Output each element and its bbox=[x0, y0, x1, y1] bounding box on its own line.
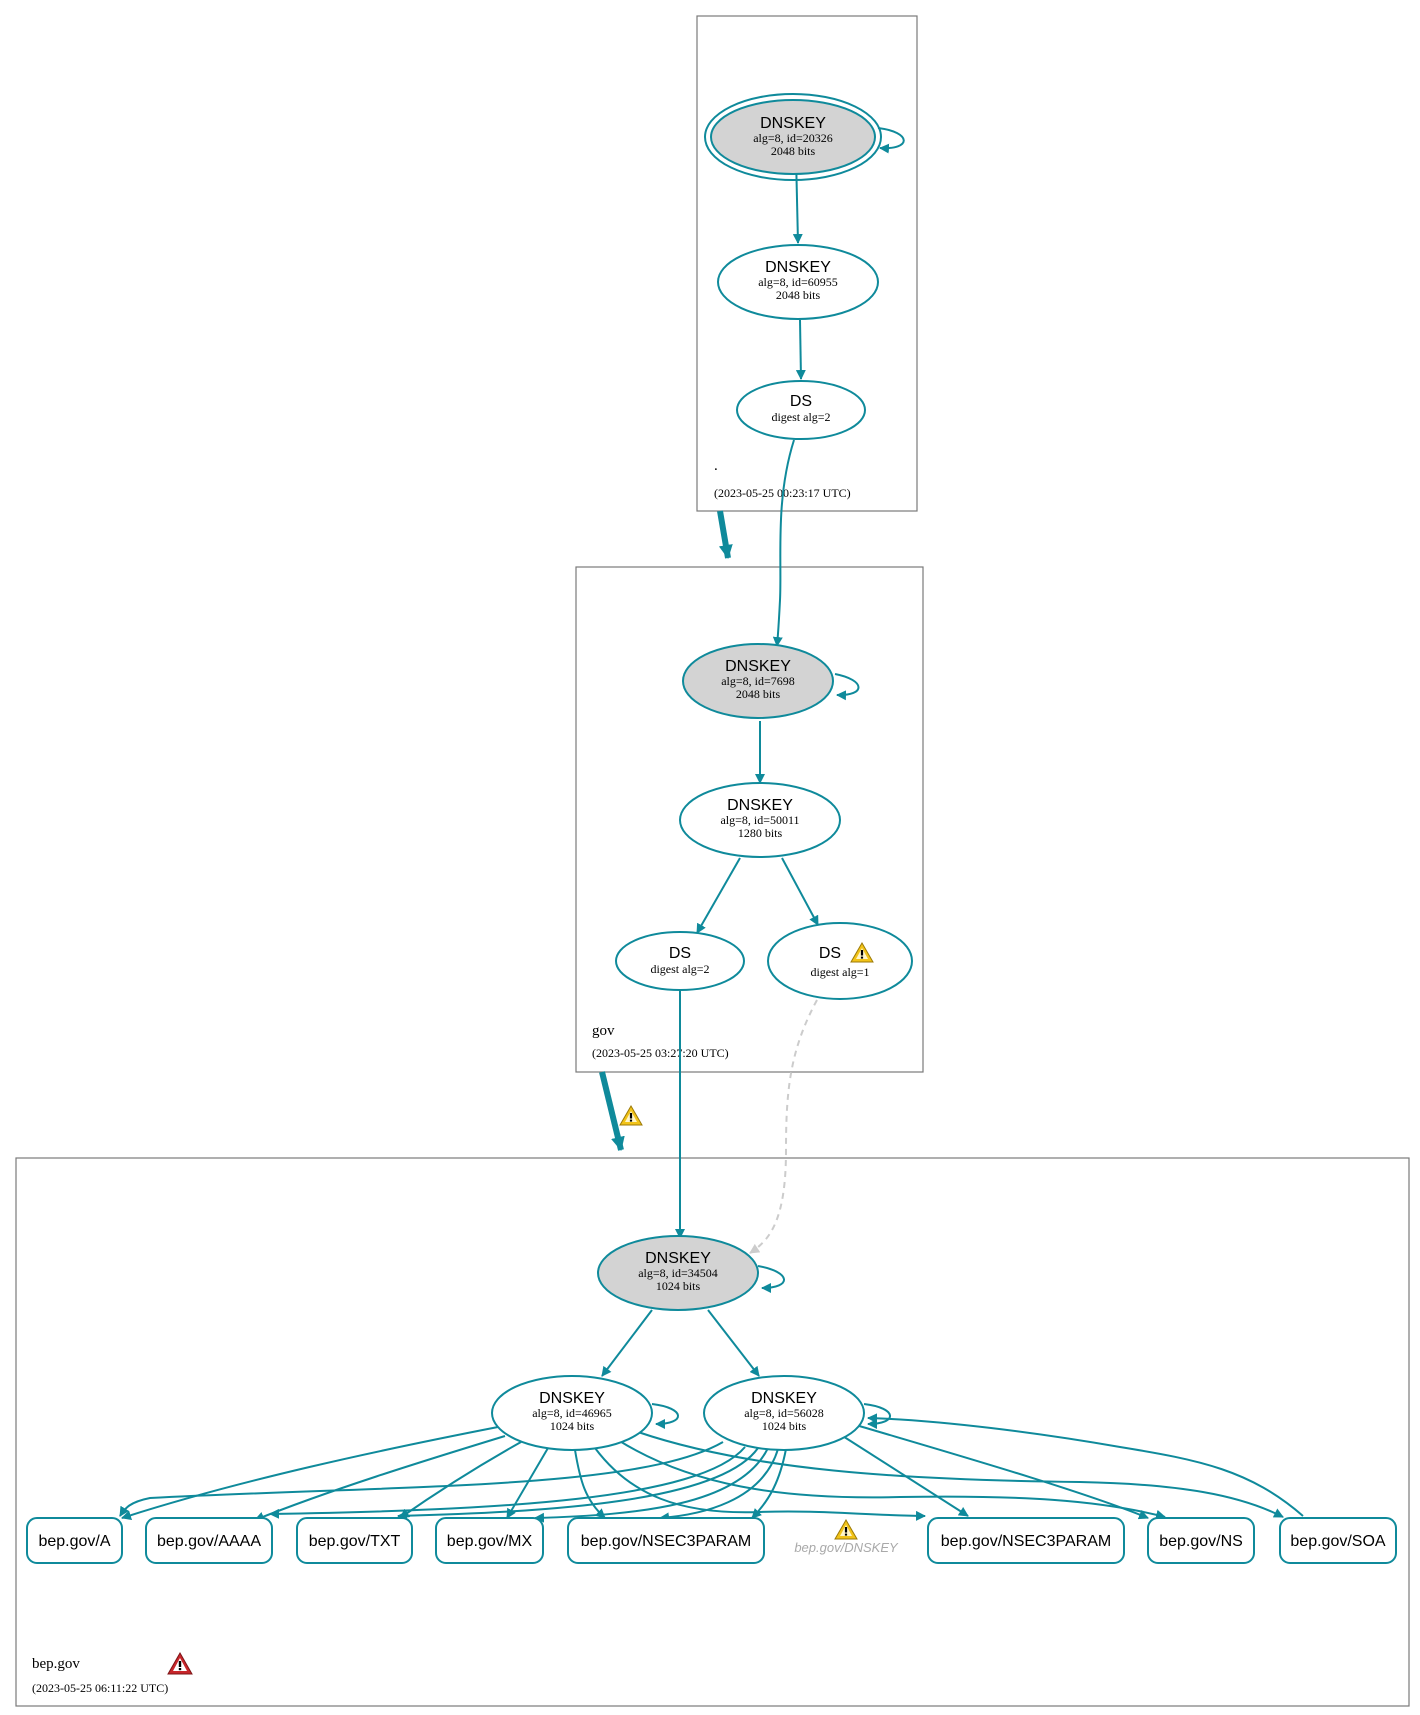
rrset-soa[interactable]: bep.gov/SOA bbox=[1279, 1517, 1397, 1564]
ghost-dnskey[interactable]: bep.gov/DNSKEY bbox=[794, 1519, 899, 1555]
zone-timestamp: (2023-05-25 03:27:20 UTC) bbox=[592, 1046, 729, 1060]
node-title: DNSKEY bbox=[760, 115, 826, 132]
node-detail: digest alg=2 bbox=[771, 410, 830, 424]
node-detail: alg=8, id=20326 bbox=[753, 131, 833, 145]
rrset-label: bep.gov/NSEC3PARAM bbox=[581, 1533, 751, 1550]
node-detail: 1280 bits bbox=[738, 826, 783, 840]
edge-zsk2-txt bbox=[397, 1447, 759, 1521]
edge-bep-zsk1-self bbox=[651, 1403, 679, 1429]
node-detail: 1024 bits bbox=[656, 1279, 701, 1293]
delegation-gov-bepgov bbox=[599, 1071, 625, 1151]
edge-root-ds-gov-ksk bbox=[772, 439, 795, 647]
rrset-label: bep.gov/NS bbox=[1159, 1533, 1243, 1550]
node-title: DS bbox=[669, 945, 691, 962]
node-detail: digest alg=1 bbox=[810, 965, 869, 979]
node-title: DS bbox=[819, 945, 841, 962]
edge-zsk2-ns bbox=[855, 1424, 1149, 1520]
zone-label: bep.gov bbox=[32, 1656, 80, 1672]
node-title: DNSKEY bbox=[765, 259, 831, 276]
node-detail: 1024 bits bbox=[762, 1419, 807, 1433]
node-detail: alg=8, id=46965 bbox=[532, 1406, 612, 1420]
edge-zsk1-ns bbox=[617, 1439, 1166, 1520]
node-detail: 2048 bits bbox=[736, 687, 781, 701]
edge-bep-zsk2-self bbox=[863, 1403, 891, 1429]
zone-timestamp: (2023-05-25 06:11:22 UTC) bbox=[32, 1681, 168, 1695]
node-bep-zsk2[interactable]: DNSKEY alg=8, id=56028 1024 bits bbox=[703, 1375, 865, 1451]
warning-icon bbox=[834, 1519, 858, 1540]
edge-zsk2-nsec3b-upper bbox=[751, 1448, 787, 1519]
node-gov-ksk[interactable]: DNSKEY alg=8, id=7698 2048 bits bbox=[682, 643, 834, 719]
node-title: DNSKEY bbox=[539, 1390, 605, 1407]
rrset-mx[interactable]: bep.gov/MX bbox=[435, 1517, 544, 1564]
edge-gov-zsk-ds1 bbox=[781, 857, 819, 926]
edge-bep-ksk-zsk1 bbox=[601, 1309, 653, 1377]
edge-zsk2-nsec3b bbox=[837, 1432, 969, 1517]
edge-bep-ksk-self bbox=[757, 1265, 785, 1293]
rrset-label: bep.gov/A bbox=[38, 1533, 110, 1550]
node-title: DNSKEY bbox=[645, 1250, 711, 1267]
zone-label: . bbox=[714, 458, 718, 474]
edge-gov-ds1-bep-ksk bbox=[749, 999, 818, 1254]
node-gov-ds1[interactable]: DS digest alg=1 bbox=[767, 922, 913, 1000]
edge-zsk2-a bbox=[119, 1441, 724, 1517]
node-title: DNSKEY bbox=[751, 1390, 817, 1407]
node-root-zsk[interactable]: DNSKEY alg=8, id=60955 2048 bits bbox=[717, 244, 879, 320]
edge-zsk2-nsec3a bbox=[659, 1448, 779, 1523]
rrset-label: bep.gov/SOA bbox=[1290, 1533, 1386, 1550]
edge-zsk1-a bbox=[121, 1426, 499, 1521]
rrset-aaaa[interactable]: bep.gov/AAAA bbox=[145, 1517, 273, 1564]
node-gov-ds2[interactable]: DS digest alg=2 bbox=[615, 931, 745, 991]
rrset-nsec3param-1[interactable]: bep.gov/NSEC3PARAM bbox=[567, 1517, 765, 1564]
error-icon bbox=[167, 1651, 193, 1675]
rrset-ns[interactable]: bep.gov/NS bbox=[1147, 1517, 1255, 1564]
node-gov-zsk[interactable]: DNSKEY alg=8, id=50011 1280 bits bbox=[679, 782, 841, 858]
edge-zsk1-mx bbox=[506, 1447, 549, 1519]
edge-bep-ksk-zsk2 bbox=[707, 1309, 760, 1377]
node-detail: digest alg=2 bbox=[650, 962, 709, 976]
edge-soa-zsk2 bbox=[867, 1413, 1304, 1517]
edge-zsk1-txt bbox=[399, 1441, 522, 1519]
rrset-label: bep.gov/MX bbox=[447, 1533, 533, 1550]
node-detail: alg=8, id=56028 bbox=[744, 1406, 824, 1420]
warning-icon bbox=[619, 1105, 643, 1126]
node-detail: alg=8, id=50011 bbox=[720, 813, 799, 827]
ghost-label: bep.gov/DNSKEY bbox=[794, 1540, 899, 1555]
node-root-ds[interactable]: DS digest alg=2 bbox=[736, 380, 866, 440]
rrset-txt[interactable]: bep.gov/TXT bbox=[296, 1517, 413, 1564]
rrset-nsec3param-2[interactable]: bep.gov/NSEC3PARAM bbox=[927, 1517, 1125, 1564]
edge-gov-zsk-ds2 bbox=[696, 857, 741, 934]
node-detail: alg=8, id=60955 bbox=[758, 275, 838, 289]
node-detail: 2048 bits bbox=[776, 288, 821, 302]
rrset-label: bep.gov/AAAA bbox=[157, 1533, 261, 1550]
edge-root-ksk-self bbox=[877, 127, 905, 154]
edge-zsk1-aaaa bbox=[254, 1435, 506, 1522]
node-bep-zsk1[interactable]: DNSKEY alg=8, id=46965 1024 bits bbox=[491, 1375, 653, 1451]
node-title: DNSKEY bbox=[725, 658, 791, 675]
node-bep-ksk[interactable]: DNSKEY alg=8, id=34504 1024 bits bbox=[597, 1235, 759, 1311]
node-title: DS bbox=[790, 393, 812, 410]
rrset-label: bep.gov/TXT bbox=[309, 1533, 401, 1550]
edge-root-zsk-ds bbox=[795, 319, 806, 380]
edge-zsk2-mx bbox=[534, 1447, 769, 1523]
node-detail: alg=8, id=34504 bbox=[638, 1266, 718, 1280]
edge-zsk2-aaaa bbox=[269, 1446, 746, 1519]
edge-zsk1-nsec3a bbox=[574, 1449, 606, 1519]
warning-icon bbox=[850, 942, 874, 963]
node-detail: alg=8, id=7698 bbox=[721, 674, 795, 688]
node-title: DNSKEY bbox=[727, 797, 793, 814]
zone-label: gov bbox=[592, 1023, 615, 1039]
node-detail: 1024 bits bbox=[550, 1419, 595, 1433]
edge-gov-ksk-self bbox=[834, 673, 860, 701]
rrset-label: bep.gov/NSEC3PARAM bbox=[941, 1533, 1111, 1550]
node-root-ksk[interactable]: DNSKEY alg=8, id=20326 2048 bits bbox=[704, 93, 882, 181]
delegation-root-gov bbox=[717, 510, 733, 559]
node-detail: 2048 bits bbox=[771, 144, 816, 158]
rrset-a[interactable]: bep.gov/A bbox=[26, 1517, 123, 1564]
